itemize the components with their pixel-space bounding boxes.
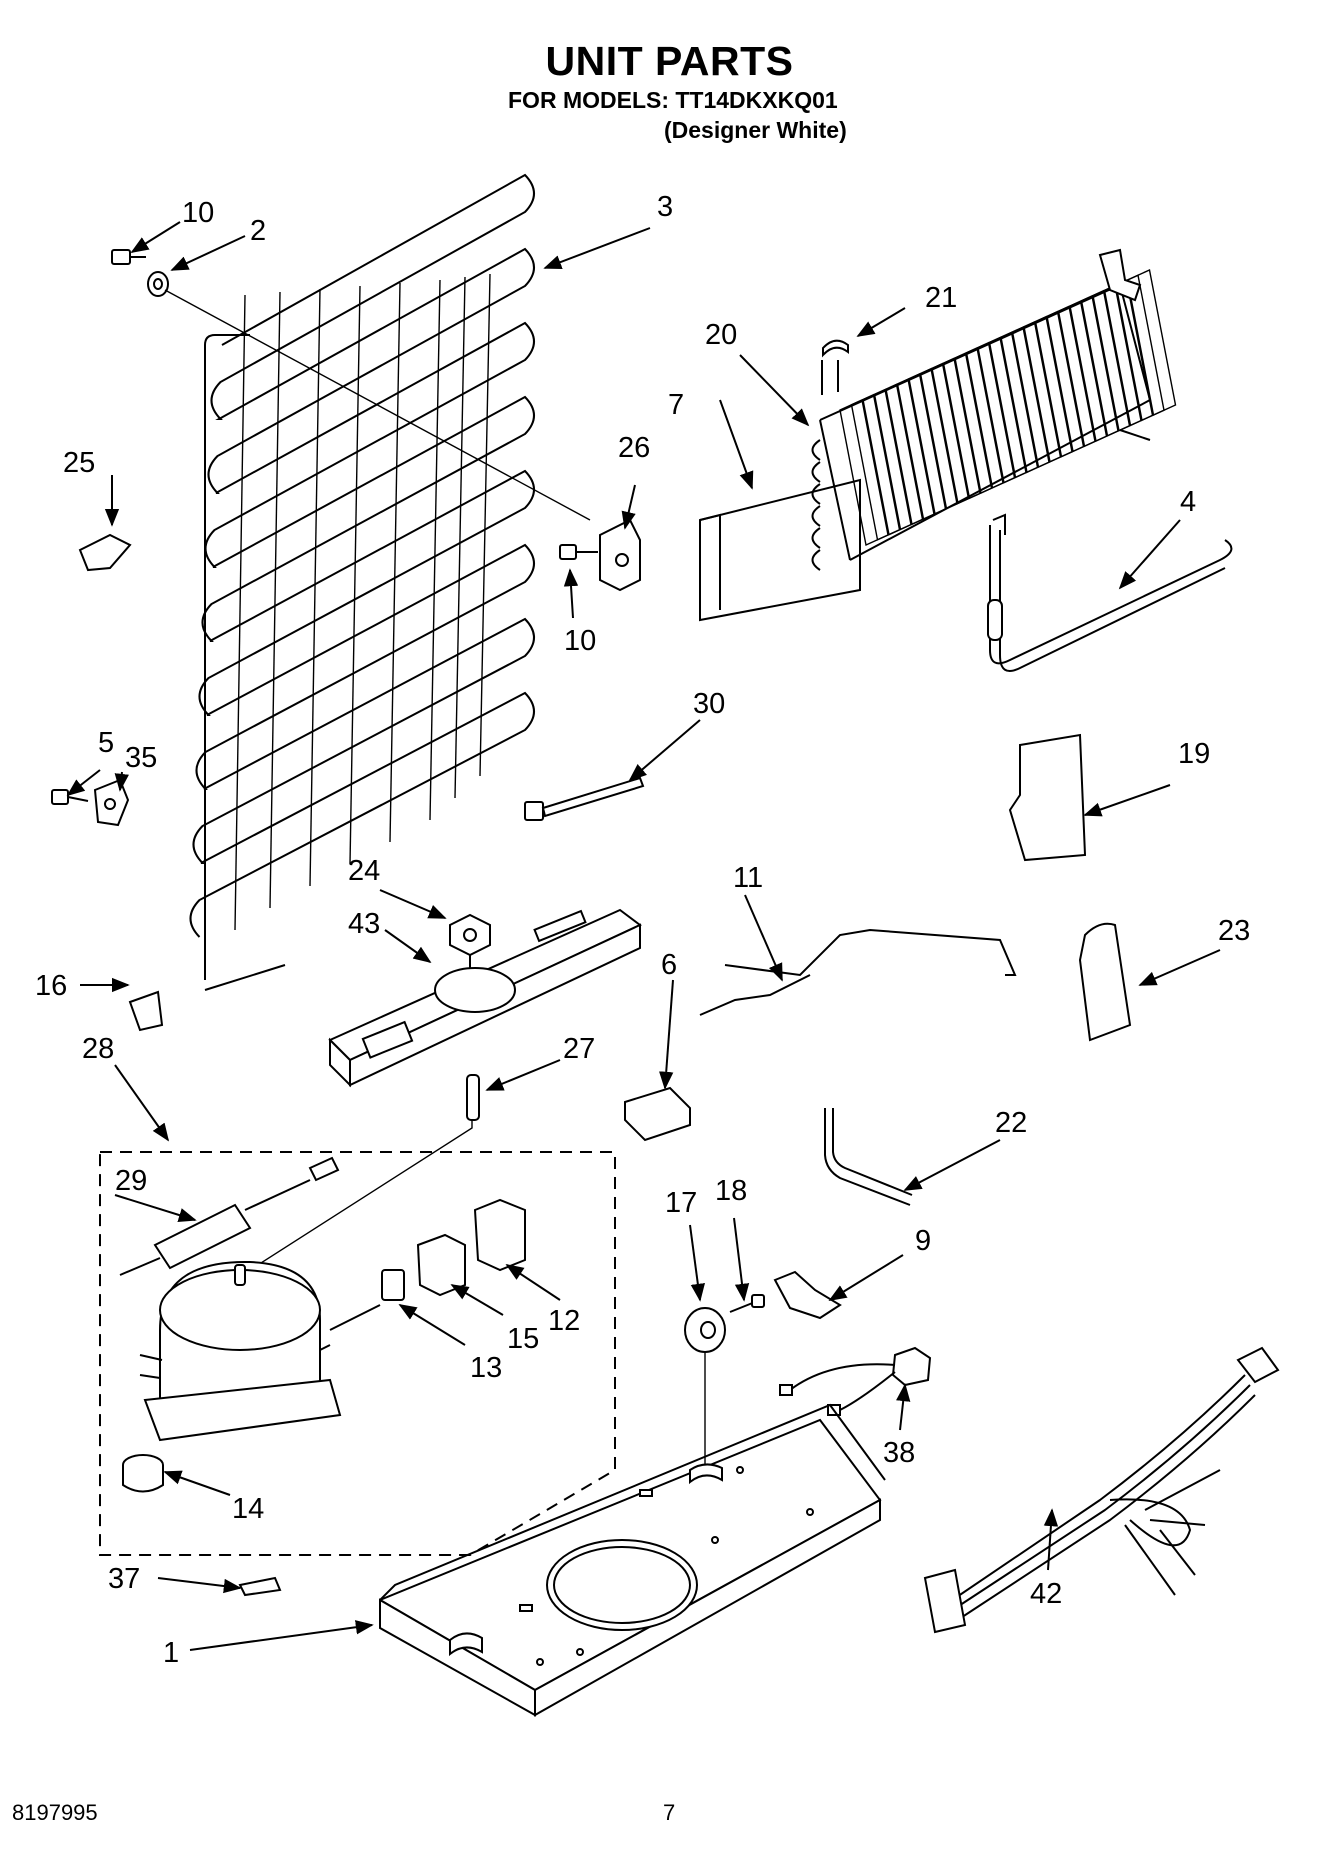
label-part-6: 6 — [661, 949, 677, 981]
label-part-22: 22 — [995, 1107, 1027, 1139]
condenser-wire — [389, 282, 401, 843]
terminal-connector — [329, 1269, 405, 1331]
leader-arrows — [66, 221, 1221, 1651]
suction-tube — [699, 928, 1017, 1016]
label-part-38: 38 — [883, 1437, 915, 1469]
condenser-bracket — [599, 518, 641, 592]
label-part-19: 19 — [1178, 738, 1210, 770]
compressor-assembly-box — [99, 1151, 616, 1556]
label-part-11: 11 — [733, 862, 763, 894]
label-part-27: 27 — [563, 1033, 595, 1065]
label-part-5: 5 — [98, 727, 114, 759]
label-part-37: 37 — [108, 1563, 140, 1595]
label-part-23: 23 — [1218, 915, 1250, 947]
power-harness — [923, 1346, 1280, 1634]
mount-bracket — [93, 778, 130, 827]
label-part-20: 20 — [705, 319, 737, 351]
label-part-2: 2 — [250, 215, 266, 247]
evaporator-clip — [821, 339, 849, 395]
condenser-clip — [78, 533, 132, 572]
evaporator-tube-bend — [811, 505, 821, 527]
condenser-wire — [269, 291, 281, 909]
condenser-wire — [479, 273, 491, 777]
label-part-35: 35 — [125, 742, 157, 774]
control-relay — [624, 1086, 691, 1142]
label-part-1: 1 — [163, 1637, 179, 1669]
unit-base — [379, 1403, 886, 1717]
label-part-30: 30 — [693, 688, 725, 720]
tube-clip — [128, 990, 164, 1032]
cable-tie — [524, 776, 645, 821]
filter-drier — [119, 1156, 340, 1276]
label-part-14: 14 — [232, 1493, 264, 1525]
condenser-wire — [309, 288, 321, 887]
screw-mid — [559, 544, 598, 560]
label-part-10-top: 10 — [182, 197, 214, 229]
drier-tube — [824, 1108, 913, 1206]
defrost-heater — [987, 513, 1233, 672]
evaporator-tube-bend — [811, 439, 821, 461]
drain-pan — [328, 908, 642, 1088]
label-part-3: 3 — [657, 191, 673, 223]
spacer-top — [147, 271, 169, 297]
condenser-wire — [429, 279, 441, 821]
wire-bracket — [773, 1270, 842, 1320]
page-title: UNIT PARTS — [545, 38, 794, 84]
label-part-24: 24 — [348, 855, 380, 887]
document-number: 8197995 — [12, 1800, 98, 1825]
small-clip — [238, 1576, 282, 1597]
label-part-4: 4 — [1180, 486, 1196, 518]
condenser-wire — [454, 276, 466, 799]
label-part-26: 26 — [618, 432, 650, 464]
compressor — [139, 1260, 342, 1442]
models-subtitle: FOR MODELS: TT14DKXKQ01 — [508, 87, 838, 113]
evaporator-tube-bend — [811, 527, 821, 549]
screw-lower-left — [51, 789, 89, 805]
screw-top-left — [111, 249, 146, 265]
condenser-coil — [189, 173, 535, 991]
evaporator-fin — [1126, 268, 1177, 417]
start-relay — [473, 1198, 526, 1272]
label-part-17: 17 — [665, 1187, 697, 1219]
label-part-10-mid: 10 — [564, 625, 596, 657]
compressor-grommet — [122, 1454, 164, 1493]
label-part-42: 42 — [1030, 1578, 1062, 1610]
label-part-7: 7 — [668, 389, 684, 421]
label-part-16: 16 — [35, 970, 67, 1002]
overload-protector — [416, 1233, 466, 1297]
label-part-9: 9 — [915, 1225, 931, 1257]
label-part-28: 28 — [82, 1033, 114, 1065]
label-part-18: 18 — [715, 1175, 747, 1207]
page-number: 7 — [663, 1800, 676, 1825]
evaporator — [699, 248, 1177, 622]
condenser-wire — [349, 285, 361, 865]
label-part-21: 21 — [925, 282, 957, 314]
evaporator-tube-bend — [811, 461, 821, 483]
label-part-12: 12 — [548, 1305, 580, 1337]
jumper-harness — [779, 1346, 932, 1416]
foam-block-upper — [1008, 733, 1087, 862]
model-variant: (Designer White) — [664, 117, 847, 143]
foam-block-lower — [1078, 922, 1132, 1042]
condenser-wire — [234, 294, 246, 931]
evaporator-tube-bend — [811, 483, 821, 505]
drain-tube — [249, 1074, 480, 1271]
evaporator-tube-bend — [811, 549, 821, 571]
label-part-15: 15 — [507, 1323, 539, 1355]
label-part-25: 25 — [63, 447, 95, 479]
mounting-screw — [729, 1294, 765, 1313]
label-part-43: 43 — [348, 908, 380, 940]
label-part-29: 29 — [115, 1165, 147, 1197]
label-part-13: 13 — [470, 1352, 502, 1384]
